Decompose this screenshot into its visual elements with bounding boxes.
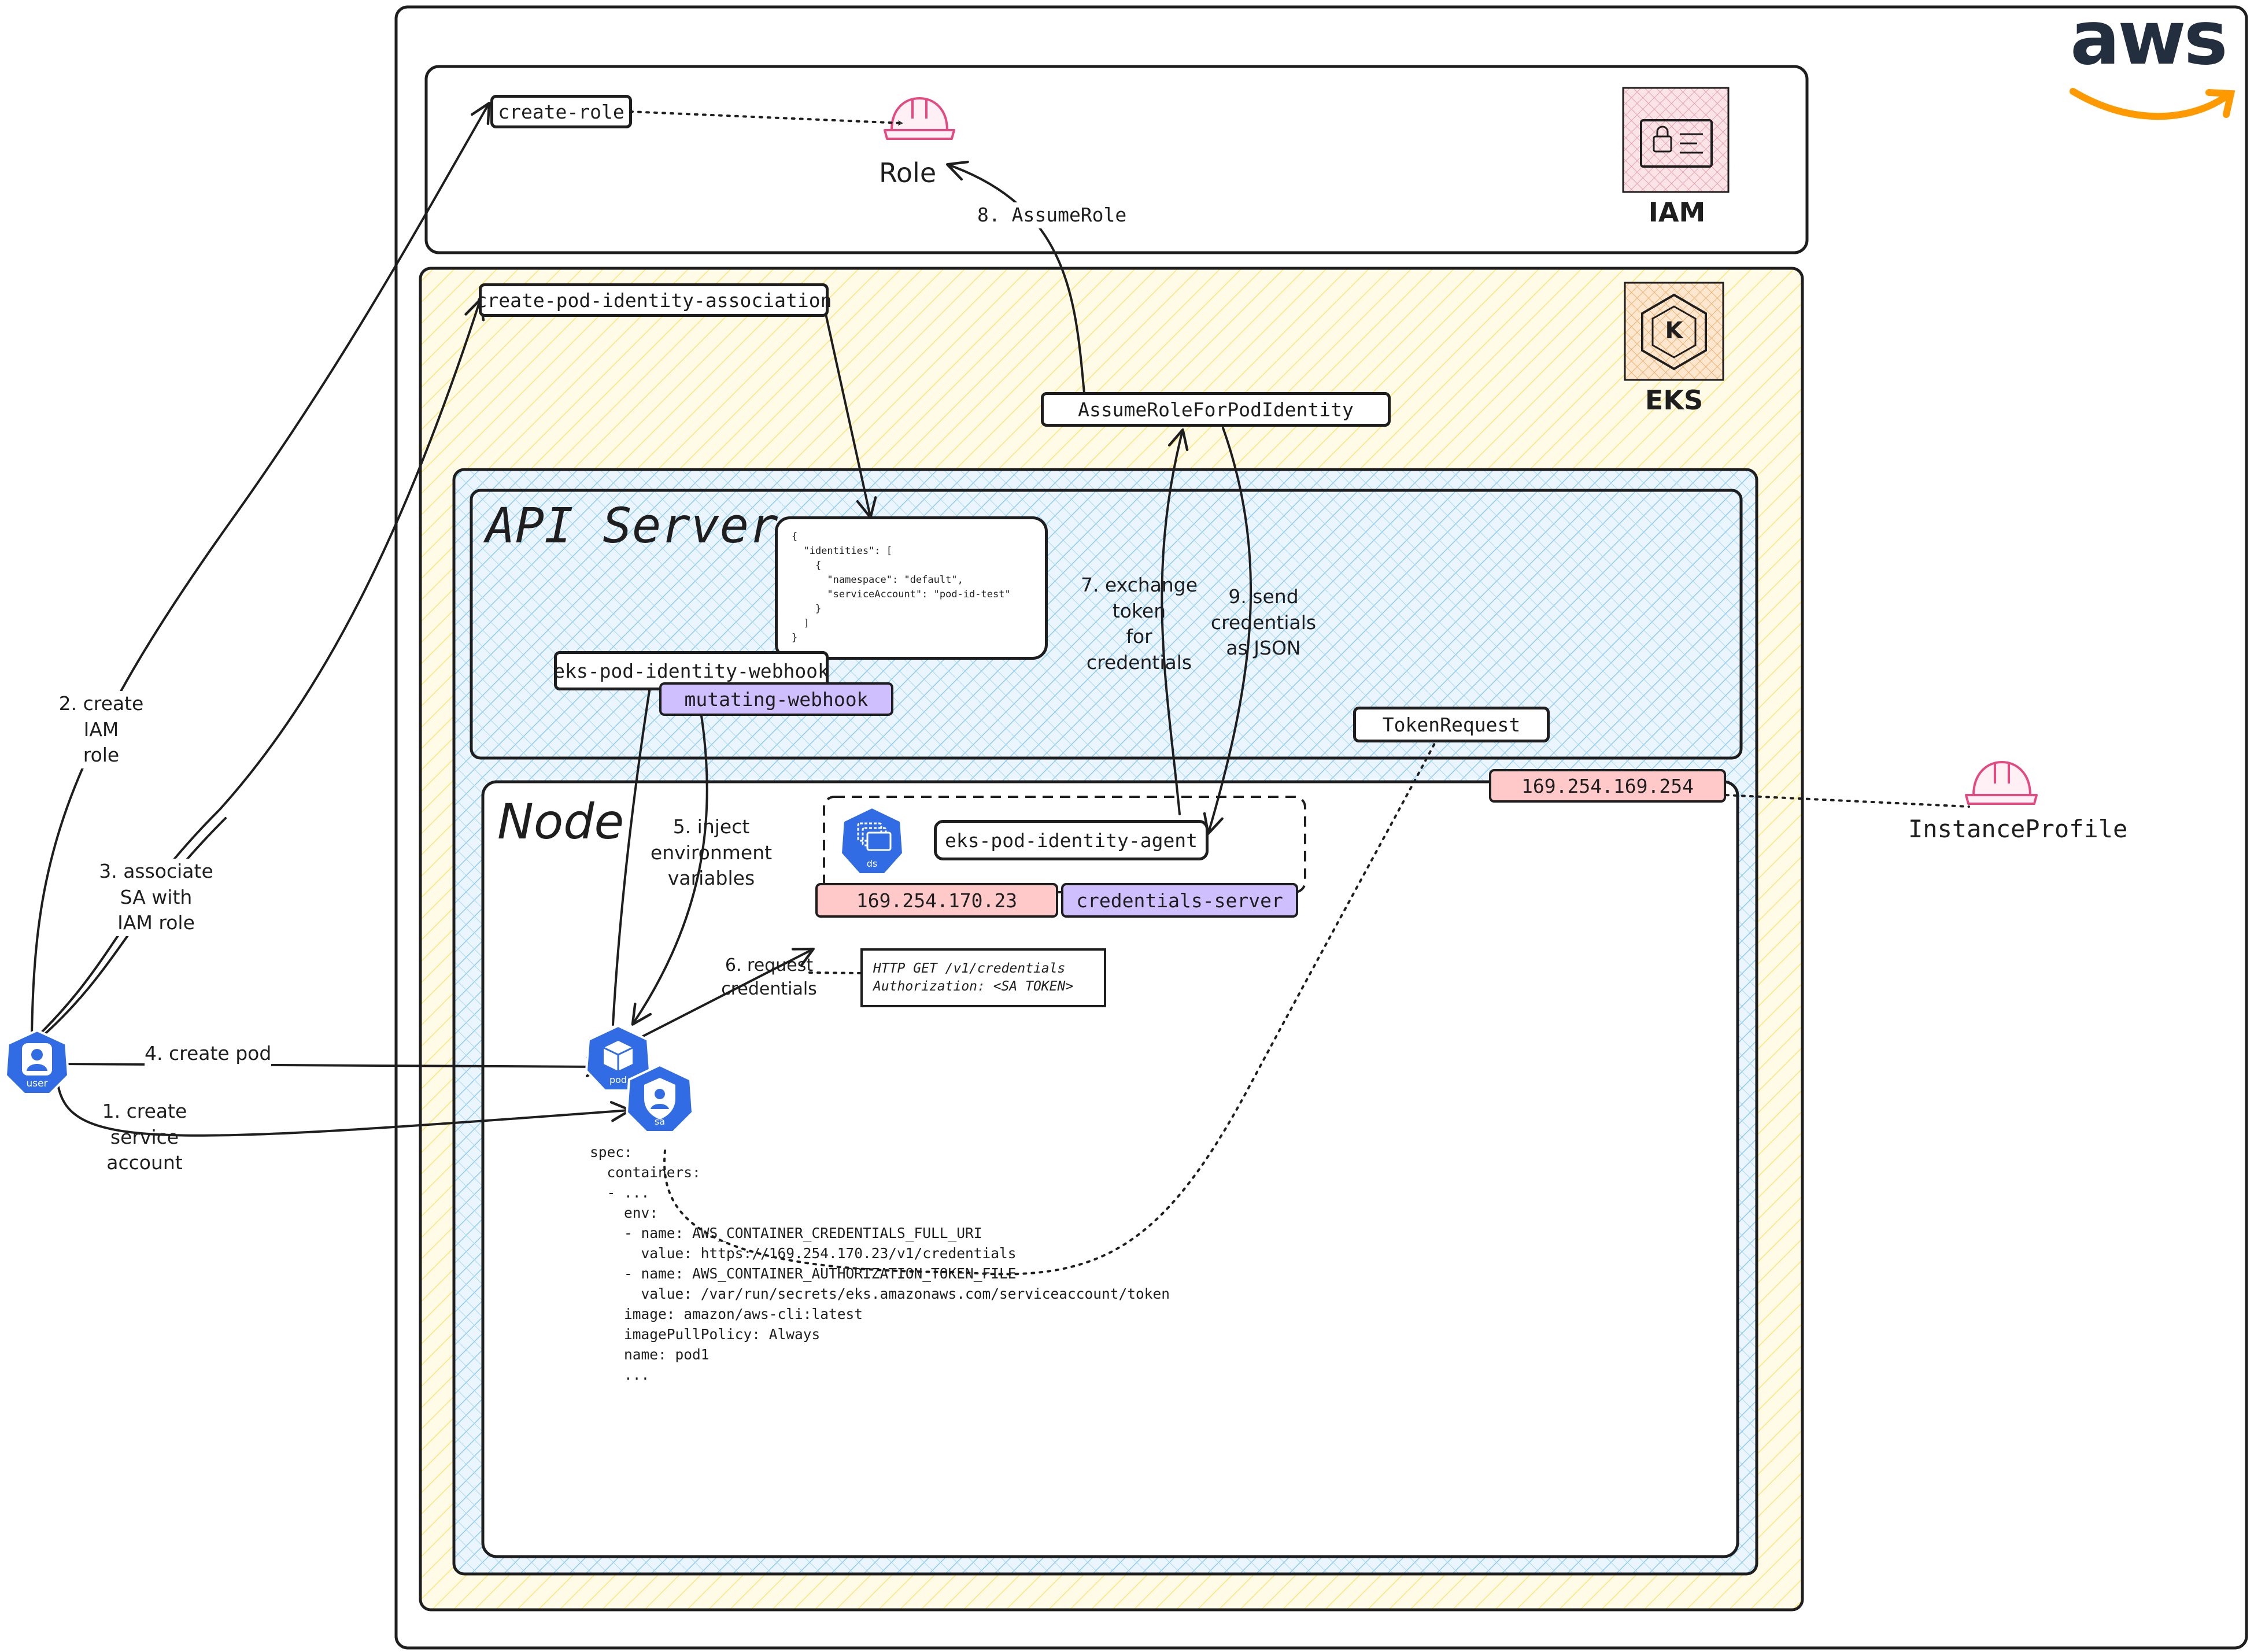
agent-ip-pill: 169.254.170.23 xyxy=(815,883,1058,918)
arrow-step5 xyxy=(633,715,708,1023)
svg-text:K: K xyxy=(1665,317,1684,344)
pod-icon[interactable]: pod xyxy=(584,1023,652,1093)
dotted-instance-profile xyxy=(1725,794,1970,808)
instance-profile-hard-hat-icon xyxy=(1965,761,2038,805)
arrow-step3-second xyxy=(39,817,227,1039)
step9-label: 9. send credentials as JSON xyxy=(1210,585,1317,660)
credentials-server-pill: credentials-server xyxy=(1061,883,1298,918)
step2-label: 2. create IAM role xyxy=(46,691,156,768)
step7-label: 7. exchange token for credentials xyxy=(1080,574,1198,674)
arrow-create-role-to-role xyxy=(629,110,903,126)
arrow-step6 xyxy=(641,949,812,1038)
arrow-step1 xyxy=(57,1083,629,1137)
sa-icon-label: sa xyxy=(654,1116,666,1127)
connectors xyxy=(31,104,1970,1276)
eks-label: EKS xyxy=(1645,385,1704,416)
iam-panel xyxy=(424,65,1809,254)
arrow-step2 xyxy=(31,104,489,1036)
arrow-webhook-to-pod xyxy=(612,665,653,1026)
step6-label: 6. request credentials xyxy=(721,955,817,999)
pod-icon-label: pod xyxy=(609,1074,627,1085)
assume-role-for-pod-identity-box[interactable]: AssumeRoleForPodIdentity xyxy=(1041,392,1391,427)
user-icon[interactable]: user xyxy=(4,1028,70,1096)
api-server-title: API Server xyxy=(486,497,778,554)
pod-identity-agent-box[interactable]: eks-pod-identity-agent xyxy=(934,820,1209,860)
step8-label: 8. AssumeRole xyxy=(977,202,1127,228)
arrow-assumerole xyxy=(948,165,1085,394)
aws-logo: aws xyxy=(2070,0,2228,82)
role-hard-hat-icon xyxy=(884,97,955,140)
aws-logo-smile xyxy=(2070,88,2235,120)
imds-ip-pill: 169.254.169.254 xyxy=(1489,769,1726,803)
identities-json-card: { "identities": [ { "namespace": "defaul… xyxy=(775,516,1048,660)
user-icon-label: user xyxy=(26,1078,48,1089)
webhook-box[interactable]: eks-pod-identity-webhook xyxy=(553,651,829,690)
step4-label: 4. create pod xyxy=(145,1041,272,1067)
iam-icon xyxy=(1622,87,1730,193)
create-role-box[interactable]: create-role xyxy=(490,95,632,128)
identities-json: { "identities": [ { "namespace": "defaul… xyxy=(792,531,1011,644)
sa-icon[interactable]: sa xyxy=(625,1063,695,1134)
token-request-box[interactable]: TokenRequest xyxy=(1353,707,1550,742)
create-pod-identity-association-box[interactable]: create-pod-identity-association xyxy=(476,283,832,317)
node-title: Node xyxy=(497,793,625,850)
step1-label: 1. create service account xyxy=(102,1100,187,1174)
dotted-token-file xyxy=(663,722,1447,1276)
arrow-step3 xyxy=(36,301,480,1037)
eks-icon: K xyxy=(1624,282,1724,381)
pod-spec-yaml: spec: containers: - ... env: - name: AWS… xyxy=(590,1144,1170,1383)
instance-profile-label: InstanceProfile xyxy=(1908,815,2128,843)
step3-label: 3. associate SA with IAM role xyxy=(90,859,223,936)
role-label: Role xyxy=(879,157,937,189)
arrow-pia-to-json xyxy=(822,300,870,516)
iam-label: IAM xyxy=(1648,197,1706,228)
http-request-card: HTTP GET /v1/credentials Authorization: … xyxy=(860,948,1106,1007)
http-request-text: HTTP GET /v1/credentials Authorization: … xyxy=(873,961,1074,994)
step5-label: 5. inject environment variables xyxy=(650,815,773,890)
ds-icon: ds xyxy=(838,805,906,877)
mutating-webhook-pill: mutating-webhook xyxy=(659,682,893,716)
arrow-step9 xyxy=(1209,427,1252,833)
ds-icon-label: ds xyxy=(866,858,878,869)
node-zone xyxy=(481,780,1739,1558)
arrow-step7 xyxy=(1161,431,1183,815)
